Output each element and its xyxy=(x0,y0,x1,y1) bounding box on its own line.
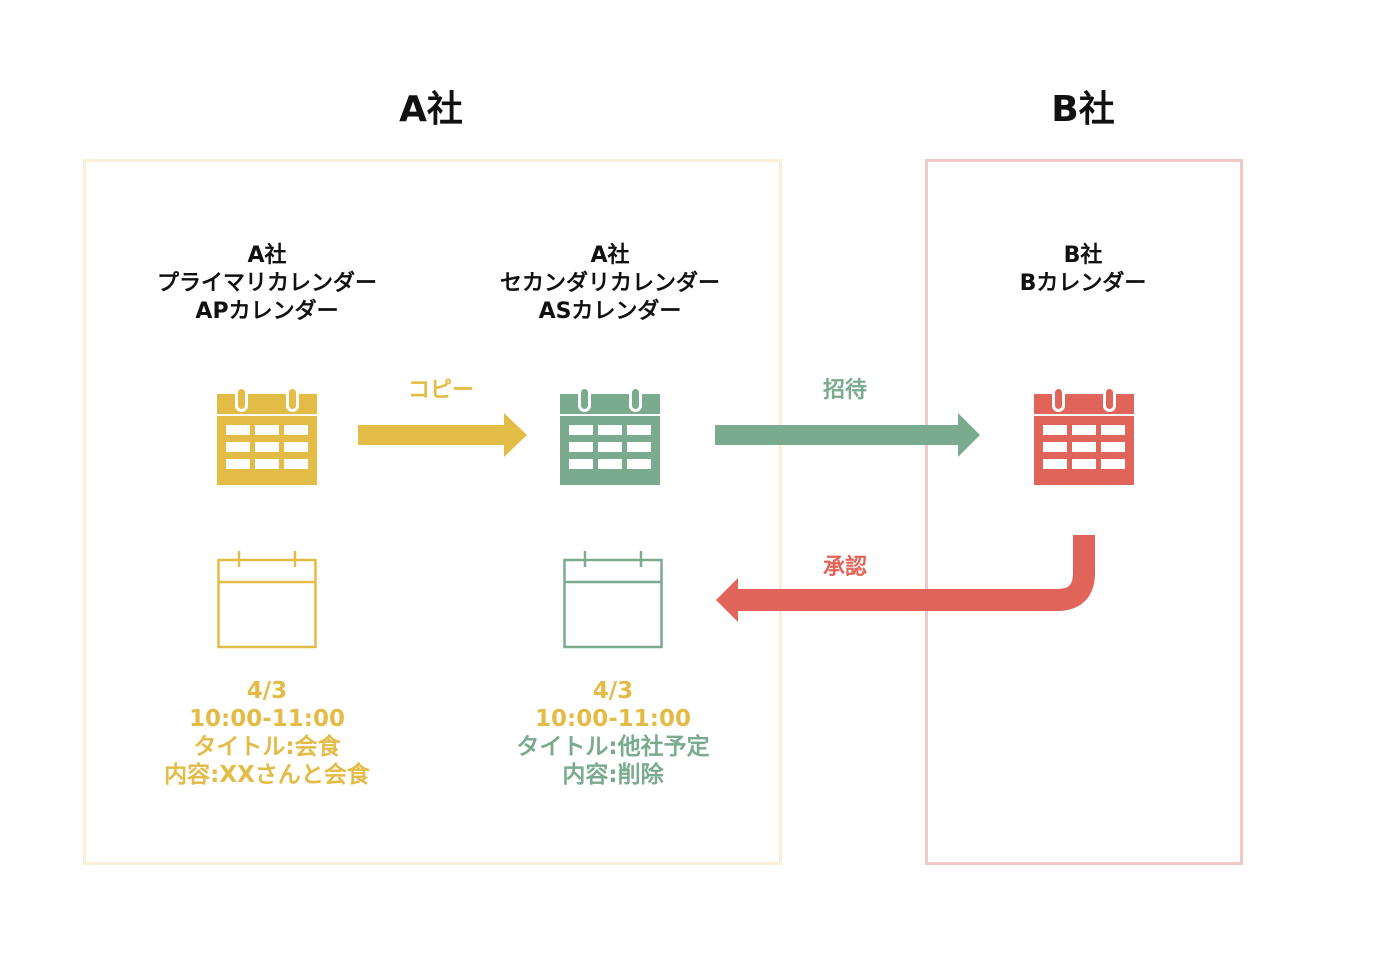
ap-event-time: 10:00-11:00 xyxy=(189,706,345,732)
company-b-panel xyxy=(925,159,1243,865)
as-calendar-label: A社 セカンダリカレンダー ASカレンダー xyxy=(450,242,770,326)
ap-label-line-2: プライマリカレンダー xyxy=(156,271,377,296)
as-event-time: 10:00-11:00 xyxy=(535,706,691,732)
b-label-line-1: B社 xyxy=(1063,243,1103,268)
approve-arrow-label: 承認 xyxy=(823,555,868,580)
company-b-title: B社 xyxy=(1051,89,1115,130)
as-event-content: 内容:削除 xyxy=(562,762,664,788)
ap-event-details: 4/3 10:00-11:00 タイトル:会食 内容:XXさんと会食 xyxy=(107,677,427,789)
as-calendar-icon xyxy=(560,386,660,485)
b-calendar-label: B社 Bカレンダー xyxy=(923,242,1243,298)
ap-event-title: タイトル:会食 xyxy=(193,734,341,760)
approve-arrow xyxy=(716,535,1095,622)
as-event-details: 4/3 10:00-11:00 タイトル:他社予定 内容:削除 xyxy=(453,677,773,789)
as-label-line-3: ASカレンダー xyxy=(538,299,682,324)
as-event-calendar-icon xyxy=(563,551,663,649)
ap-calendar-label: A社 プライマリカレンダー APカレンダー xyxy=(107,242,427,326)
ap-event-calendar-icon xyxy=(217,551,317,649)
ap-label-line-1: A社 xyxy=(247,243,287,268)
ap-label-line-3: APカレンダー xyxy=(195,299,339,324)
company-a-panel xyxy=(83,159,782,865)
b-calendar-icon xyxy=(1034,386,1134,485)
b-label-line-2: Bカレンダー xyxy=(1019,271,1147,296)
invite-arrow-label: 招待 xyxy=(823,378,868,403)
as-event-date: 4/3 xyxy=(592,678,634,704)
as-event-title: タイトル:他社予定 xyxy=(516,734,710,760)
invite-arrow xyxy=(715,413,980,457)
company-a-title: A社 xyxy=(399,89,463,130)
copy-arrow xyxy=(358,413,527,457)
ap-event-content: 内容:XXさんと会食 xyxy=(164,762,370,788)
as-label-line-1: A社 xyxy=(590,243,630,268)
ap-calendar-icon xyxy=(217,386,317,485)
copy-arrow-label: コピー xyxy=(408,378,475,403)
as-label-line-2: セカンダリカレンダー xyxy=(499,271,720,296)
ap-event-date: 4/3 xyxy=(246,678,288,704)
